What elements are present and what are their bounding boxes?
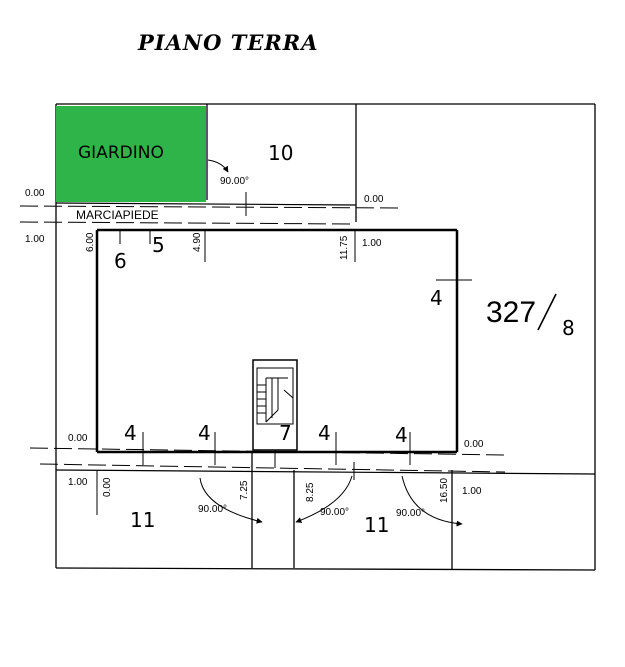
- dim-16-50: 16.50: [439, 478, 450, 503]
- dim-bottom-right-1: 1.00: [462, 486, 482, 497]
- room-4-c-label: 4: [318, 421, 331, 445]
- parcel-main-number: 327: [486, 296, 536, 329]
- room-11-left-label: 11: [130, 508, 155, 532]
- dim-8-25: 8.25: [305, 482, 316, 502]
- dim-left-1: 1.00: [25, 234, 45, 245]
- main-building: [95, 228, 472, 454]
- dim-angle-b3: 90.00°: [396, 508, 425, 519]
- dim-floor-right-0: 0.00: [464, 439, 484, 450]
- room-7-label: 7: [279, 421, 292, 445]
- dim-11-75: 11.75: [339, 235, 350, 260]
- angle-arcs: [199, 159, 463, 527]
- sidewalk-label: MARCIAPIEDE: [76, 208, 159, 222]
- parcel-number: 327 8: [486, 293, 575, 340]
- dim-4-90: 4.90: [192, 232, 203, 252]
- dim-floor-left-0: 0.00: [68, 433, 88, 444]
- room-10-label: 10: [268, 141, 293, 165]
- room-4-right-label: 4: [430, 286, 443, 310]
- dim-top-left-0: 0.00: [25, 188, 45, 199]
- garden-label: GIARDINO: [78, 143, 164, 163]
- parcel-sub-number: 8: [562, 316, 575, 340]
- dim-7-25: 7.25: [239, 480, 250, 500]
- dim-angle-b1: 90.00°: [198, 504, 227, 515]
- dim-6-00: 6.00: [85, 232, 96, 252]
- room-4-b-label: 4: [198, 421, 211, 445]
- sidewalk: [19, 202, 401, 225]
- property-boundaries: [55, 103, 596, 571]
- dim-bottom-left-1: 1.00: [68, 477, 88, 488]
- room-6-label: 6: [114, 249, 127, 273]
- dim-angle-b2: 90.00°: [320, 507, 349, 518]
- dim-bottom-left-0: 0.00: [102, 477, 113, 497]
- garden-area: [56, 106, 206, 202]
- dim-angle-top: 90.00°: [220, 176, 249, 187]
- dim-right-1: 1.00: [362, 238, 382, 249]
- room-4-d-label: 4: [395, 423, 408, 447]
- lower-floor-lines: [29, 192, 596, 570]
- plan-title: PIANO TERRA: [137, 30, 319, 55]
- room-4-a-label: 4: [124, 421, 137, 445]
- room-11-right-label: 11: [364, 513, 389, 537]
- dim-top-mid-0: 0.00: [364, 194, 384, 205]
- room-5-label: 5: [152, 233, 165, 257]
